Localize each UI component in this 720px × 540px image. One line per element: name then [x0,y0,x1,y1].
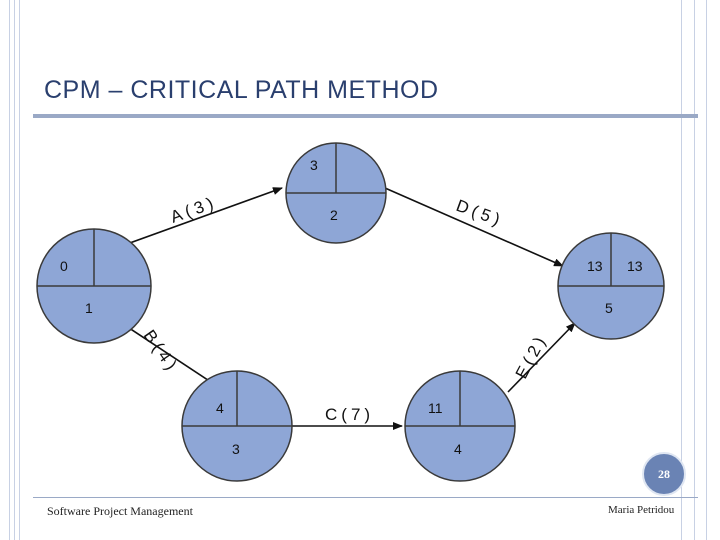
arrow-activity-e [507,322,576,393]
cpm-node-2: 3 2 [285,142,387,244]
footer-author: Maria Petridou [608,504,675,516]
frame-line-left-3 [19,0,20,540]
cpm-node-1: 0 1 [36,228,152,344]
footer-rule [33,497,698,498]
arrow-activity-d [384,187,564,267]
node-5-top-right-value: 13 [627,258,643,274]
frame-line-right-1 [681,0,682,540]
activity-label-e: E(2) [512,330,551,381]
page-number-badge: 28 [642,452,686,496]
activity-label-b: B(4) [140,326,183,376]
arrow-activity-a [115,187,283,249]
frame-line-left-1 [9,0,10,540]
node-2-top-right-value: 3 [310,157,318,173]
cpm-node-4: 11 4 [404,370,516,482]
page-title: CPM – CRITICAL PATH METHOD [44,76,439,104]
footer-course-title: Software Project Management [47,504,193,518]
node-3-bottom-value: 3 [232,441,240,457]
activity-label-d: D(5) [454,196,507,231]
node-1-bottom-value: 1 [85,300,93,316]
activity-label-a: A(3) [168,192,220,226]
cpm-node-5: 13 13 5 [557,232,665,340]
activity-label-c: C(7) [325,405,374,424]
frame-line-right-3 [706,0,707,540]
frame-line-left-2 [14,0,15,540]
node-5-top-left-value: 13 [587,258,603,274]
node-2-bottom-value: 2 [330,207,338,223]
title-underline [33,114,698,118]
node-1-top-left-value: 0 [60,258,68,274]
page-number: 28 [658,467,670,481]
node-4-top-left-value: 11 [428,400,443,416]
cpm-node-3: 4 3 [181,370,293,482]
node-4-bottom-value: 4 [454,441,462,457]
frame-line-right-2 [694,0,695,540]
node-5-bottom-value: 5 [605,300,613,316]
node-3-top-left-value: 4 [216,400,224,416]
